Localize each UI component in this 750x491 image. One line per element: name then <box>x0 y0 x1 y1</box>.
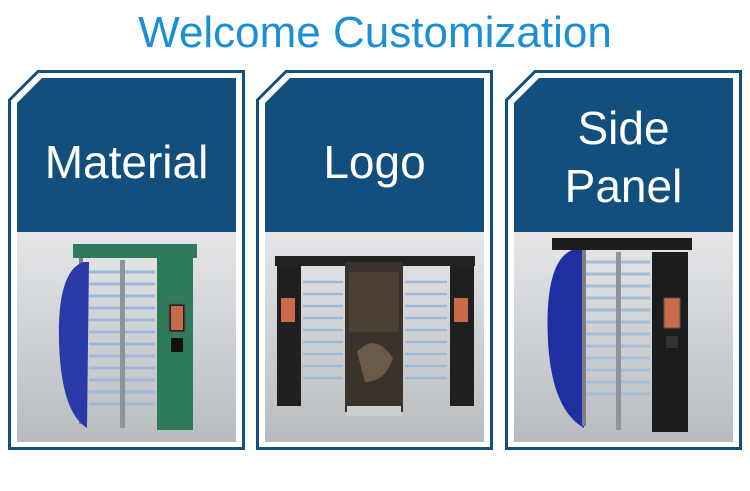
card-label: Logo <box>323 136 426 188</box>
card-side-panel: Side Panel <box>505 70 742 450</box>
page-headline: Welcome Customization <box>138 8 612 57</box>
black-turnstile-with-blue-side-panel-image <box>514 232 733 442</box>
card-label-line-1: Side <box>577 102 670 154</box>
card-label-line-2: Panel <box>564 160 683 212</box>
card-material: Material <box>8 70 245 450</box>
green-turnstile-image <box>17 232 236 442</box>
card-logo: Logo <box>256 70 493 450</box>
card-label: Material <box>44 136 209 188</box>
double-turnstile-with-logo-panel-image <box>265 232 484 442</box>
